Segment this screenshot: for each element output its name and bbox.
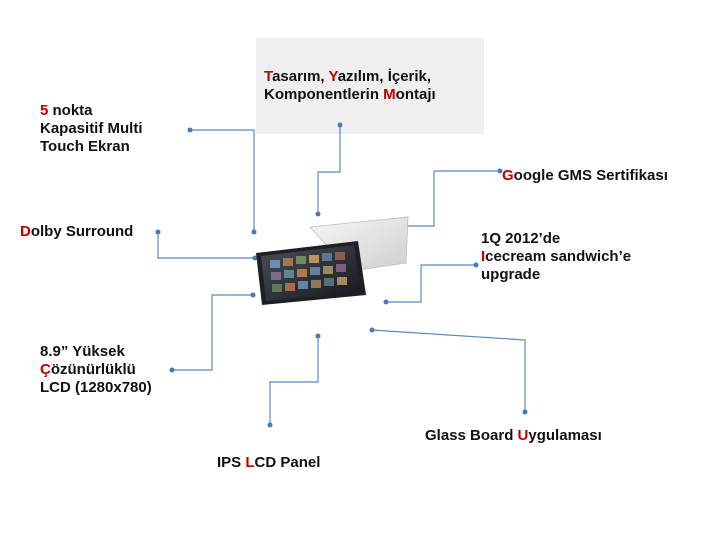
- ips-panel-label: IPS LCD Panel: [217, 454, 321, 471]
- ics-upgrade-label: 1Q 2012’de Icecream sandwich’e upgrade: [481, 230, 632, 283]
- dolby-label: Dolby Surround: [20, 223, 134, 240]
- multitouch-label: 5 nokta Kapasitif Multi Touch Ekran: [40, 102, 143, 155]
- top-label-background: [256, 38, 484, 134]
- lcd-resolution-label: 8.9” Yüksek Çözünürlüklü LCD (1280x780): [40, 343, 152, 396]
- google-gms-label: Google GMS Sertifikası: [502, 167, 668, 184]
- design-software-label: Tasarım, Yazılım, İçerik, Komponentlerin…: [264, 68, 436, 103]
- tablet-image: [256, 216, 409, 305]
- glass-board-label: Glass Board Uygulaması: [425, 427, 602, 444]
